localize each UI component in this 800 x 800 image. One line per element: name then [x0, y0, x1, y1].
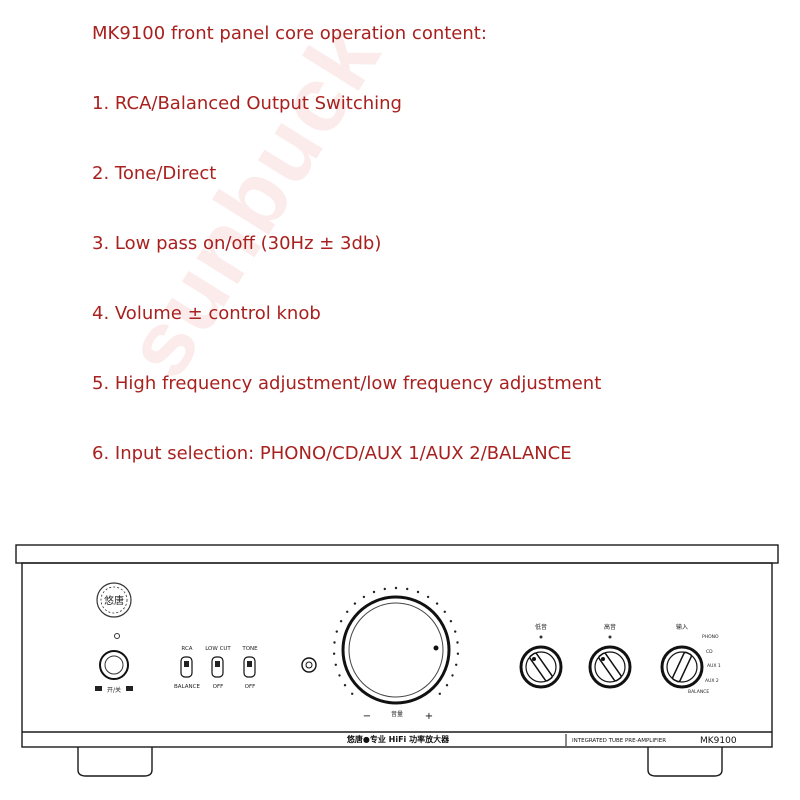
power-led	[114, 633, 120, 639]
volume-scale-dot	[406, 587, 409, 591]
volume-plus-label: +	[425, 711, 433, 722]
brand-bar-text: 悠唐●专业 HiFi 功率放大器	[346, 734, 450, 744]
volume-scale-dot	[346, 610, 349, 613]
volume-scale-dot	[333, 641, 336, 644]
volume-scale-dot	[383, 587, 386, 591]
input-option-cd: CD	[706, 649, 713, 655]
item-5: 5. High frequency adjustment/low frequen…	[92, 373, 602, 394]
volume-label: 音量	[391, 710, 403, 718]
panel-top-lip	[15, 544, 779, 564]
left-foot	[77, 747, 153, 777]
item-4: 4. Volume ± control knob	[92, 303, 321, 324]
svg-text:OFF: OFF	[245, 684, 256, 690]
power-label: 开/关	[107, 686, 121, 694]
volume-scale-dot	[394, 586, 398, 590]
volume-scale-dot	[426, 595, 430, 599]
input-selector-knob[interactable]	[660, 645, 704, 689]
item-3: 3. Low pass on/off (30Hz ± 3db)	[92, 233, 382, 254]
heading: MK9100 front panel core operation conten…	[92, 23, 487, 44]
volume-scale-dot	[449, 620, 453, 623]
svg-text:LOW CUT: LOW CUT	[205, 646, 231, 652]
volume-scale-dot	[416, 590, 420, 594]
switch-tone[interactable]: TONE OFF	[241, 646, 258, 690]
volume-scale-dot	[372, 590, 376, 594]
volume-scale-dot	[456, 641, 459, 644]
input-option-balance: BALANCE	[688, 689, 709, 695]
volume-scale-dot	[443, 610, 446, 613]
volume-scale-dot	[435, 602, 439, 605]
volume-scale-dot	[451, 674, 454, 677]
power-off-icon	[95, 686, 102, 691]
switch-low-cut[interactable]: LOW CUT OFF	[205, 646, 231, 690]
item-1: 1. RCA/Balanced Output Switching	[92, 93, 402, 114]
power-button[interactable]	[99, 650, 129, 680]
headphone-jack-icon	[301, 657, 317, 673]
item-2: 2. Tone/Direct	[92, 163, 217, 184]
treble-label: 高音	[604, 623, 616, 631]
volume-scale	[332, 586, 460, 695]
panel-faceplate	[21, 562, 773, 748]
power-on-icon	[126, 686, 133, 691]
bass-label: 低音	[535, 623, 547, 631]
volume-scale-dot	[353, 602, 357, 605]
brand-logo: 悠唐	[96, 582, 132, 618]
volume-knob[interactable]	[341, 595, 451, 705]
right-foot	[647, 747, 723, 777]
volume-scale-dot	[362, 595, 366, 599]
model-description: INTEGRATED TUBE PRE-AMPLIFIER	[572, 738, 666, 744]
model-name: MK9100	[700, 736, 737, 746]
svg-text:OFF: OFF	[213, 684, 224, 690]
volume-scale-dot	[456, 652, 460, 655]
volume-scale-dot	[343, 684, 347, 687]
treble-center-mark	[608, 635, 612, 639]
input-label: 输入	[676, 623, 688, 631]
treble-knob[interactable]	[588, 645, 632, 689]
volume-scale-dot	[454, 630, 457, 633]
svg-text:RCA: RCA	[181, 646, 192, 652]
input-option-phono: PHONO	[702, 634, 719, 640]
bass-knob[interactable]	[519, 645, 563, 689]
volume-minus-label: −	[363, 711, 371, 722]
input-option-aux1: AUX 1	[707, 663, 721, 669]
svg-text:悠唐: 悠唐	[104, 594, 124, 607]
volume-scale-dot	[332, 652, 336, 655]
svg-text:TONE: TONE	[241, 646, 258, 652]
volume-scale-dot	[334, 663, 337, 666]
volume-scale-dot	[438, 692, 441, 695]
input-option-aux2: AUX 2	[705, 678, 719, 684]
volume-scale-dot	[335, 630, 338, 633]
volume-scale-dot	[351, 692, 354, 695]
svg-text:BALANCE: BALANCE	[174, 684, 200, 690]
switch-rca-balance[interactable]: RCA BALANCE	[174, 646, 200, 690]
bass-center-mark	[539, 635, 543, 639]
volume-scale-dot	[338, 674, 341, 677]
item-6: 6. Input selection: PHONO/CD/AUX 1/AUX 2…	[92, 443, 572, 464]
volume-scale-dot	[339, 620, 343, 623]
volume-scale-dot	[445, 684, 449, 687]
volume-scale-dot	[455, 663, 458, 666]
